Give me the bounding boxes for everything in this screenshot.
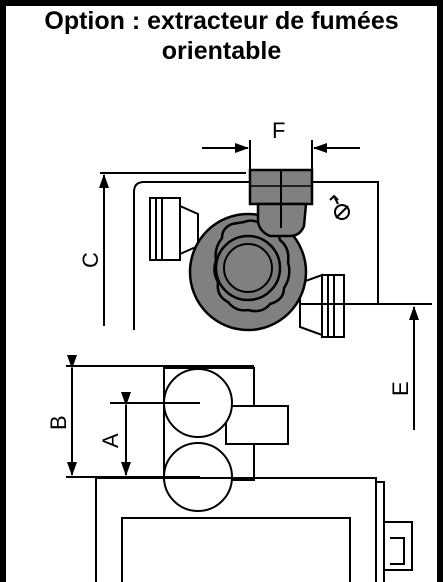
stove-body (95, 477, 377, 582)
extractor-duct (248, 168, 314, 238)
side-duct (225, 405, 289, 445)
dimension-c (99, 172, 246, 326)
dimension-f (202, 140, 360, 170)
housing-outline (133, 181, 379, 330)
label-b: B (46, 415, 71, 430)
handle (384, 521, 413, 571)
label-c: C (78, 252, 103, 268)
left-inlet-pipe (149, 197, 199, 261)
side-view (66, 355, 413, 582)
label-f: F (272, 118, 285, 143)
title-line-1: Option : extracteur de fumées (44, 7, 399, 35)
screw-with-arrow-icon (329, 194, 350, 220)
dimension-e (300, 303, 432, 430)
title-line-2: orientable (161, 37, 282, 65)
fan-housing (188, 212, 308, 332)
top-view: F C E (78, 118, 432, 430)
stove-inner (121, 517, 351, 582)
label-e: E (388, 381, 413, 396)
label-a: A (98, 433, 123, 448)
side-panel (376, 481, 385, 582)
figure-title: Option : extracteur de fumées orientable (6, 6, 437, 66)
right-outlet-pipe (299, 273, 345, 338)
